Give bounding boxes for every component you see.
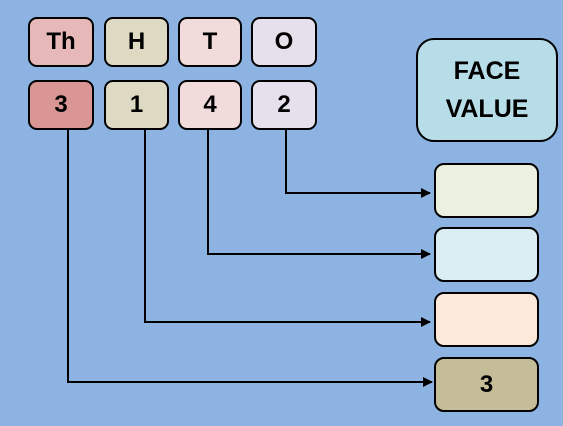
digit-thousands: 3 <box>28 80 94 130</box>
connector-tens <box>207 130 431 259</box>
answer-box-ones[interactable] <box>434 163 539 218</box>
connector-ones <box>285 130 431 198</box>
place-header-ones: O <box>251 17 317 67</box>
place-header-tens: T <box>178 17 242 67</box>
face-value-line1: FACE <box>453 57 521 85</box>
digit-ones: 2 <box>251 80 317 130</box>
digit-hundreds: 1 <box>104 80 169 130</box>
connector-hundreds <box>144 130 431 327</box>
place-header-hundreds: H <box>104 17 169 67</box>
place-header-thousands: Th <box>28 17 94 67</box>
digit-tens: 4 <box>178 80 242 130</box>
face-value-label: FACE VALUE <box>416 38 558 142</box>
face-value-line2: VALUE <box>445 95 529 123</box>
answer-box-hundreds[interactable] <box>434 292 539 347</box>
answer-box-thousands[interactable]: 3 <box>434 357 539 412</box>
connector-thousands <box>67 130 433 387</box>
answer-box-tens[interactable] <box>434 227 539 282</box>
